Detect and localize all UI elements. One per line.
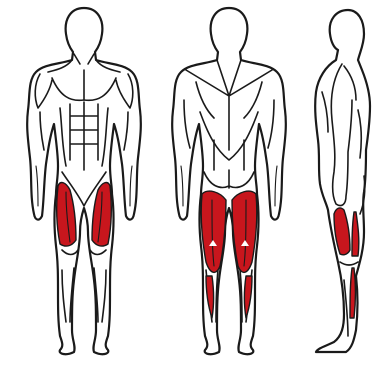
side-calf — [350, 268, 356, 318]
front-body-outline — [27, 8, 141, 354]
side-view-figure — [315, 10, 370, 352]
front-view-figure — [27, 8, 141, 354]
side-body-outline — [315, 10, 370, 352]
back-view-figure — [172, 8, 286, 354]
